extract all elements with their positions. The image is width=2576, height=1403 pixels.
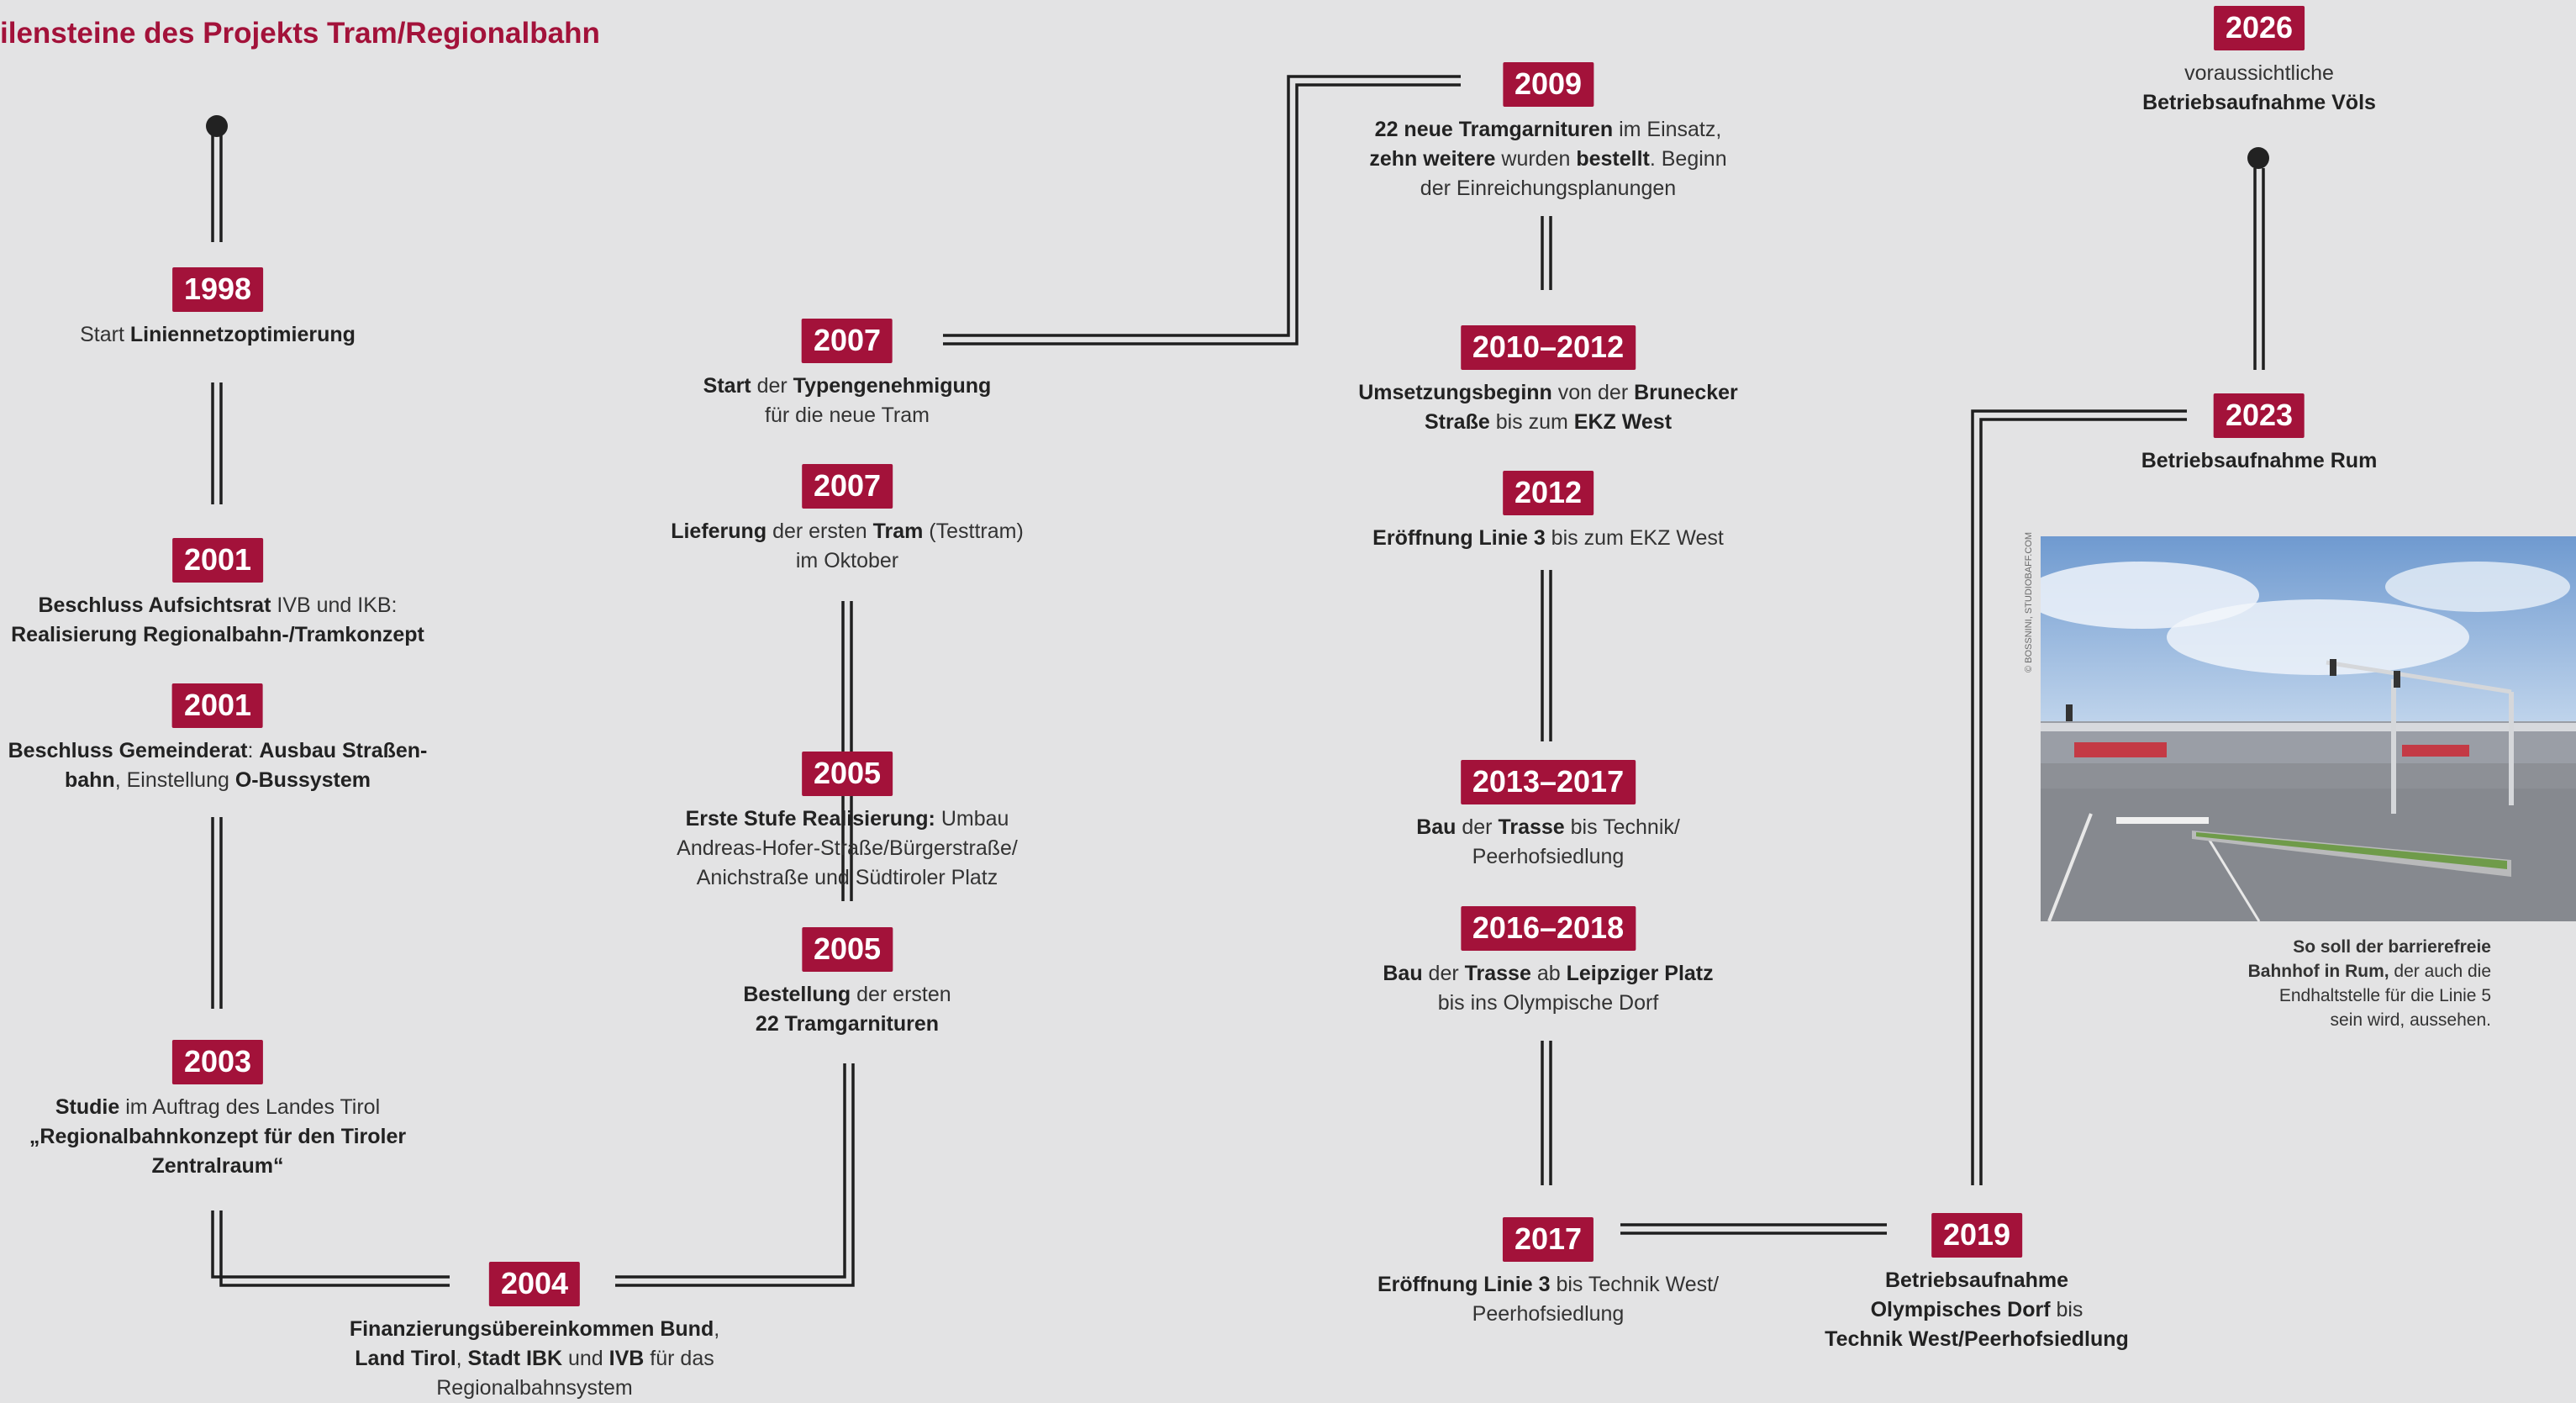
- milestone: 2009 22 neue Tramgarnituren im Einsatz,z…: [1369, 62, 1727, 203]
- milestone: 2013–2017 Bau der Trasse bis Technik/Pee…: [1416, 760, 1680, 872]
- photo-credit: © BOSSNINI, STUDIOBAFF.COM: [2024, 531, 2034, 672]
- track-line: [219, 1210, 450, 1287]
- milestone: 2001 Beschluss Gemeinderat: Ausbau Straß…: [8, 683, 428, 795]
- track-line: [211, 1210, 450, 1279]
- track-line: [615, 1063, 855, 1287]
- year-badge: 2026: [2213, 6, 2305, 50]
- year-badge: 2017: [1502, 1217, 1594, 1262]
- timeline-end-dot: [2247, 147, 2269, 169]
- track-line: [943, 75, 1461, 337]
- page-title: ilensteine des Projekts Tram/Regionalbah…: [0, 17, 600, 50]
- milestone-description: Betriebsaufnahme Rum: [2141, 449, 2378, 472]
- year-badge: 2005: [801, 927, 893, 972]
- track-line: [1979, 418, 2187, 1185]
- year-badge: 2005: [801, 752, 893, 796]
- year-badge: 2003: [171, 1040, 264, 1084]
- year-badge: 2001: [171, 683, 264, 728]
- milestone: 2010–2012 Umsetzungsbeginn von der Brune…: [1358, 325, 1738, 437]
- year-badge: 2019: [1931, 1213, 2023, 1258]
- milestone-description: Start Liniennetzoptimierung: [80, 323, 356, 346]
- milestone-description: Studie im Auftrag des Landes Tirol„Regio…: [29, 1095, 407, 1178]
- year-badge: 2023: [2213, 393, 2305, 438]
- milestone-description: Beschluss Gemeinderat: Ausbau Straßen-ba…: [8, 739, 428, 792]
- year-badge: 2010–2012: [1460, 325, 1636, 370]
- milestone: 1998 Start Liniennetzoptimierung: [80, 267, 356, 350]
- year-badge: 2013–2017: [1460, 760, 1636, 804]
- track-line: [943, 83, 1461, 345]
- station-rendering-image: [2041, 536, 2576, 921]
- milestone-description: Bau der Trasse bis Technik/Peerhofsiedlu…: [1416, 815, 1680, 868]
- milestone: 2012 Eröffnung Linie 3 bis zum EKZ West: [1372, 471, 1724, 553]
- milestone: 2004 Finanzierungsübereinkommen Bund,Lan…: [350, 1262, 719, 1403]
- year-badge: 1998: [171, 267, 264, 312]
- year-badge: 2012: [1502, 471, 1594, 515]
- track-line: [1971, 409, 2187, 1185]
- year-badge: 2004: [488, 1262, 581, 1306]
- year-badge: 2009: [1502, 62, 1594, 107]
- milestone-description: Beschluss Aufsichtsrat IVB und IKB:Reali…: [11, 593, 424, 646]
- timeline-start-dot: [206, 115, 228, 137]
- year-badge: 2007: [801, 319, 893, 363]
- milestone: 2001 Beschluss Aufsichtsrat IVB und IKB:…: [11, 538, 424, 650]
- milestone: 2023 Betriebsaufnahme Rum: [2141, 393, 2378, 476]
- milestone-description: Lieferung der ersten Tram (Testtram)im O…: [671, 520, 1024, 572]
- milestone: 2016–2018 Bau der Trasse ab Leipziger Pl…: [1383, 906, 1714, 1018]
- milestone: 2017 Eröffnung Linie 3 bis Technik West/…: [1378, 1217, 1719, 1329]
- milestone: 2007 Lieferung der ersten Tram (Testtram…: [671, 464, 1024, 576]
- year-badge: 2001: [171, 538, 264, 583]
- year-badge: 2016–2018: [1460, 906, 1636, 951]
- milestone: 2003 Studie im Auftrag des Landes Tirol„…: [29, 1040, 406, 1181]
- milestone-description: Eröffnung Linie 3 bis Technik West/Peerh…: [1377, 1273, 1720, 1326]
- milestone-description: 22 neue Tramgarnituren im Einsatz,zehn w…: [1369, 118, 1727, 200]
- milestone-description: Eröffnung Linie 3 bis zum EKZ West: [1372, 526, 1724, 550]
- year-badge: 2007: [801, 464, 893, 509]
- milestone-description: Finanzierungsübereinkommen Bund,Land Tir…: [349, 1317, 720, 1400]
- track-line: [615, 1063, 846, 1279]
